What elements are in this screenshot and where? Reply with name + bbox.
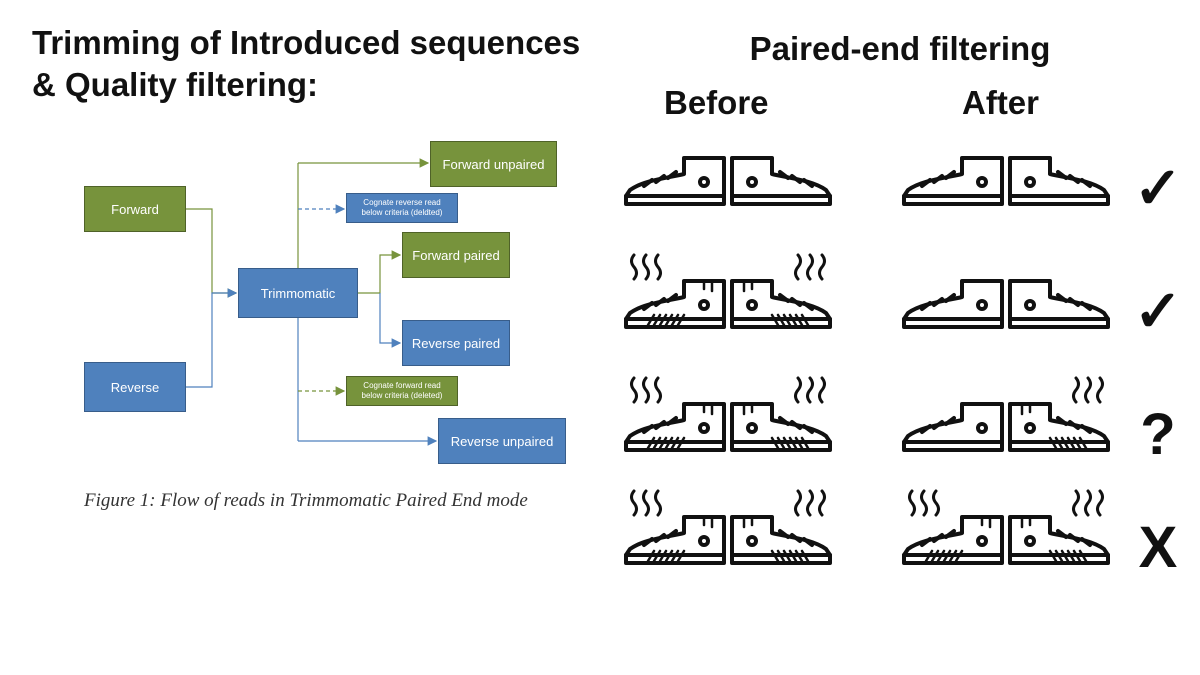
- slide-title-line-1: Trimming of Introduced sequences: [32, 24, 581, 61]
- forward-paired-box: Forward paired: [402, 232, 510, 278]
- figure-caption: Figure 1: Flow of reads in Trimmomatic P…: [84, 490, 528, 511]
- shoe-before-left-3: [624, 376, 726, 452]
- slide-title-line-2: & Quality filtering:: [32, 66, 319, 103]
- shoe-before-left-4: [624, 489, 726, 565]
- shoe-before-right-4: [730, 489, 832, 565]
- reverse-paired-box: Reverse paired: [402, 320, 510, 366]
- shoe-before-left-2: [624, 253, 726, 329]
- cognate-reverse-line-2: below criteria (deldted): [361, 208, 443, 217]
- check-icon: ✓: [1134, 279, 1183, 344]
- forward-box: Forward: [84, 186, 186, 232]
- question-icon: ?: [1140, 402, 1175, 467]
- x-icon: X: [1139, 515, 1178, 580]
- cognate-forward-line-1: Cognate forward read: [363, 381, 441, 390]
- paired-end-title: Paired-end filtering: [749, 30, 1051, 67]
- cognate-reverse-line-1: Cognate reverse read: [363, 198, 441, 207]
- shoe-before-left-1: [624, 156, 726, 206]
- shoe-before-right-2: [730, 253, 832, 329]
- shoe-before-right-3: [730, 376, 832, 452]
- trimmomatic-box: Trimmomatic: [238, 268, 358, 318]
- cognate-forward-line-2: below criteria (deleted): [361, 391, 443, 400]
- shoe-after-right-4: [1008, 489, 1110, 565]
- after-column-heading: After: [962, 84, 1040, 121]
- check-icon: ✓: [1134, 156, 1183, 221]
- reverse-unpaired-box: Reverse unpaired: [438, 418, 566, 464]
- slide-title: Trimming of Introduced sequences & Quali…: [32, 22, 632, 106]
- shoe-after-right-2: [1008, 279, 1110, 329]
- forward-unpaired-box: Forward unpaired: [430, 141, 557, 187]
- shoe-after-left-4: [902, 489, 1004, 565]
- connector-reverse-paired: [379, 293, 402, 348]
- shoe-after-right-3: [1008, 376, 1110, 452]
- reverse-box: Reverse: [84, 362, 186, 412]
- shoe-after-left-1: [902, 156, 1004, 206]
- shoe-before-right-1: [730, 156, 832, 206]
- shoe-after-left-3: [902, 402, 1004, 452]
- before-column-heading: Before: [664, 84, 769, 121]
- shoe-after-left-2: [902, 279, 1004, 329]
- connector-reverse: [186, 288, 238, 388]
- shoe-after-right-1: [1008, 156, 1110, 206]
- connector-paired-split: [358, 250, 402, 294]
